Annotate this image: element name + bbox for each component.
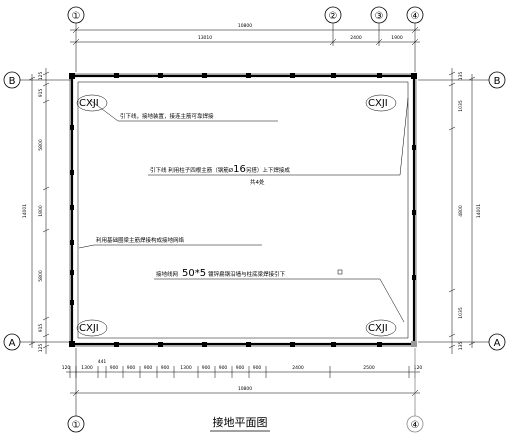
svg-text:A: A: [494, 338, 501, 349]
svg-text:900: 900: [236, 365, 245, 371]
svg-text:900: 900: [110, 365, 119, 371]
svg-text:④: ④: [411, 420, 420, 431]
axis-bubble-bottom-4: ④: [406, 415, 424, 433]
svg-text:接地平面图: 接地平面图: [213, 416, 268, 429]
svg-text:125: 125: [38, 72, 44, 81]
svg-text:120: 120: [62, 365, 71, 371]
corner-label-top-left: CXJI: [76, 94, 108, 112]
note-column-rebar: 引下线 利用柱子四根主筋（钢筋Ø16另搭）上下焊接成 共4处: [148, 97, 409, 186]
svg-text:1035: 1035: [458, 100, 464, 112]
svg-text:引下线，接地装置，接连主筋可靠焊接: 引下线，接地装置，接连主筋可靠焊接: [120, 112, 214, 120]
svg-text:CXJI: CXJI: [79, 323, 99, 334]
svg-text:900: 900: [219, 365, 228, 371]
svg-text:1300: 1300: [180, 365, 192, 371]
svg-text:10800: 10800: [238, 386, 252, 392]
axis-bubble-left-B: B: [3, 71, 21, 89]
bottom-dimension-total: 10800: [70, 386, 420, 397]
top-dimension-total: 10800: [70, 23, 420, 34]
svg-text:③: ③: [375, 11, 384, 22]
svg-text:利用基础圈梁主筋焊接构成接地网络: 利用基础圈梁主筋焊接构成接地网络: [96, 236, 185, 244]
svg-text:①: ①: [72, 420, 81, 431]
svg-text:2400: 2400: [350, 35, 362, 41]
axis-bubble-bottom-1: ①: [67, 415, 85, 433]
svg-text:135: 135: [458, 342, 464, 351]
svg-text:900: 900: [144, 365, 153, 371]
svg-text:B: B: [494, 76, 501, 87]
right-dimension-total: 14001: [468, 74, 482, 348]
svg-text:共4处: 共4处: [250, 178, 265, 186]
axis-bubble-top-1: ①: [67, 6, 85, 24]
corner-label-bottom-right: CXJI: [365, 319, 397, 337]
svg-text:915: 915: [38, 324, 44, 333]
svg-text:14001: 14001: [22, 204, 28, 218]
svg-text:B: B: [9, 76, 16, 87]
svg-text:1035: 1035: [458, 307, 464, 319]
note-down-conductor: 引下线，接地装置，接连主筋可靠焊接: [89, 99, 278, 122]
top-dimension-segments: 13010 2400 1900: [70, 35, 420, 46]
svg-text:1800: 1800: [38, 205, 44, 217]
svg-text:1300: 1300: [81, 365, 93, 371]
corner-label-bottom-left: CXJI: [76, 319, 108, 337]
svg-text:915: 915: [38, 89, 44, 98]
svg-text:5800: 5800: [38, 139, 44, 151]
svg-text:2400: 2400: [292, 365, 304, 371]
axis-bubble-right-B: B: [488, 71, 506, 89]
svg-text:2500: 2500: [363, 365, 375, 371]
right-dimension-segments: 135 1035 4800 1035 135: [448, 68, 464, 354]
svg-text:②: ②: [329, 11, 338, 22]
axis-bubble-top-4: ④: [406, 6, 424, 24]
svg-text:900: 900: [127, 365, 136, 371]
svg-text:13010: 13010: [198, 35, 212, 41]
axis-bubble-top-2: ②: [324, 6, 342, 24]
svg-text:①: ①: [72, 11, 81, 22]
svg-text:14001: 14001: [476, 204, 482, 218]
note-foundation-beam: 利用基础圈梁主筋焊接构成接地网络: [78, 236, 262, 249]
axis-bubble-top-3: ③: [370, 6, 388, 24]
svg-text:引下线 利用柱子四根主筋（钢筋Ø16另搭）上下焊接成: 引下线 利用柱子四根主筋（钢筋Ø16另搭）上下焊接成: [150, 164, 290, 175]
svg-text:CXJI: CXJI: [368, 98, 388, 109]
svg-text:120: 120: [414, 365, 423, 371]
svg-text:CXJI: CXJI: [368, 323, 388, 334]
corner-label-top-right: CXJI: [365, 94, 397, 112]
svg-text:CXJI: CXJI: [79, 98, 99, 109]
columns-top: [69, 73, 417, 79]
svg-text:1900: 1900: [391, 35, 403, 41]
columns-bottom: [69, 341, 417, 347]
columns-sides: [70, 125, 416, 305]
left-dimension-total: 14001: [22, 74, 36, 348]
bottom-dimension-segments: 120 1300 441 900 900 900 900 1300 900 90…: [62, 359, 423, 378]
svg-text:A: A: [9, 338, 16, 349]
svg-text:135: 135: [458, 72, 464, 81]
svg-text:125: 125: [38, 344, 44, 353]
axis-bubble-left-A: A: [3, 333, 21, 351]
svg-text:4800: 4800: [458, 205, 464, 217]
svg-text:900: 900: [161, 365, 170, 371]
svg-text:10800: 10800: [238, 23, 252, 29]
svg-text:441: 441: [98, 359, 107, 365]
axis-bubble-right-A: A: [488, 333, 506, 351]
svg-text:5800: 5800: [38, 270, 44, 282]
svg-text:900: 900: [202, 365, 211, 371]
left-dimension-segments: 125 915 5800 1800 5800 915 125: [38, 68, 50, 354]
svg-text:900: 900: [253, 365, 262, 371]
svg-text:④: ④: [411, 11, 420, 22]
drawing-title: 接地平面图: [210, 416, 270, 432]
